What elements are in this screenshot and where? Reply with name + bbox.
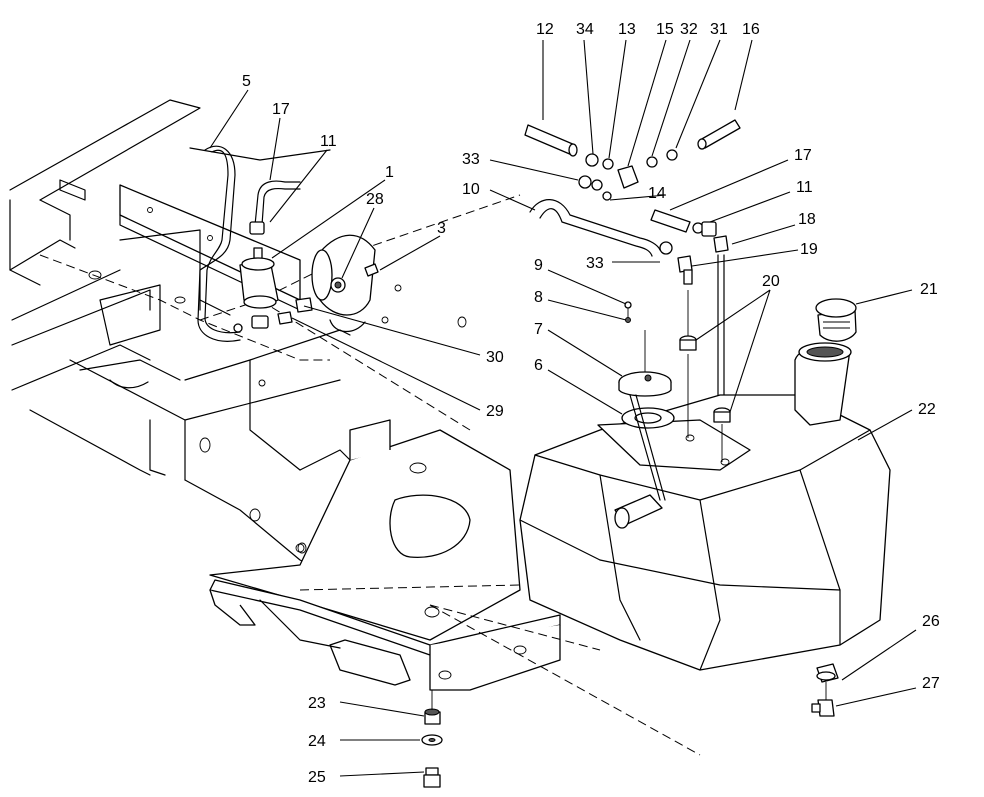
fuel-line-5 [197,145,241,342]
fuel-sender-stack [618,301,675,501]
callout-28: 28 [366,191,384,208]
callout-8: 8 [534,289,543,306]
callout-15: 15 [656,21,674,38]
callout-labels: 12 34 13 15 32 31 16 5 17 11 1 28 3 33 1… [242,21,940,786]
callout-24: 24 [308,733,326,750]
callout-16: 16 [742,21,760,38]
callout-17-left: 17 [272,101,290,118]
fuel-tank-22 [519,342,891,671]
callout-34: 34 [576,21,594,38]
fuel-pump-3 [311,234,379,333]
callout-32: 32 [680,21,698,38]
callout-19: 19 [800,241,818,258]
callout-1: 1 [385,164,394,181]
callout-26: 26 [922,613,940,630]
hose-16 [697,119,741,150]
callout-25: 25 [308,769,326,786]
callout-11-left: 11 [320,133,337,150]
callout-30: 30 [486,349,504,366]
callout-7: 7 [534,321,543,338]
fuel-cap-21 [815,298,857,342]
mounting-plate [209,419,701,756]
fitting-19 [677,255,693,285]
leader-lines [209,39,917,777]
callout-9: 9 [534,257,543,274]
hose-12 [524,124,578,157]
callout-6: 6 [534,357,543,374]
mount-hardware [421,708,443,788]
fuel-filter-assembly [233,180,313,333]
callout-21: 21 [920,281,938,298]
callout-33-top: 33 [462,151,480,168]
callout-14: 14 [648,185,666,202]
clamps-and-fittings [578,149,678,201]
drain-valve [811,663,839,717]
callout-13: 13 [618,21,636,38]
callout-12: 12 [536,21,554,38]
callout-10: 10 [462,181,480,198]
callout-5: 5 [242,73,251,90]
callout-31: 31 [710,21,728,38]
callout-3: 3 [437,220,446,237]
callout-27: 27 [922,675,940,692]
hose-17-right [650,209,729,253]
fuel-line-10 [529,199,673,257]
callout-18: 18 [798,211,816,228]
callout-22: 22 [918,401,936,418]
callout-33-bottom: 33 [586,255,604,272]
fuel-pickup-tube [717,254,725,411]
callout-20: 20 [762,273,780,290]
callout-23: 23 [308,695,326,712]
alignment-lines [431,290,827,710]
callout-17-right: 17 [794,147,812,164]
callout-11-right: 11 [796,179,813,196]
callout-29: 29 [486,403,504,420]
